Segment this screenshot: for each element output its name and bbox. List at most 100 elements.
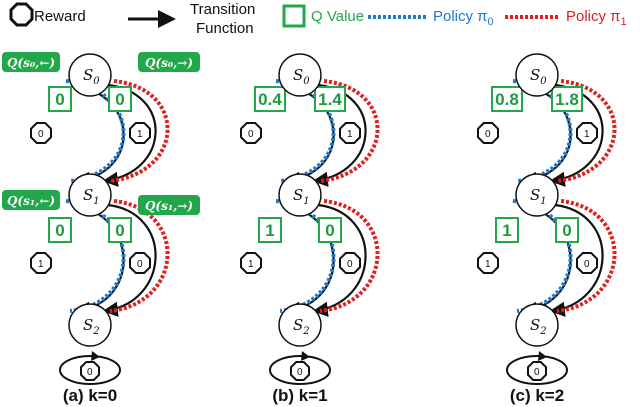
q-value-box-left-mid — [258, 217, 282, 243]
transition-arc-right-mid — [102, 203, 157, 317]
state-label-s2: S2 — [530, 316, 547, 337]
legend-transition-line1: Transition — [190, 1, 255, 18]
panel-caption: (b) k=1 — [272, 386, 327, 405]
reward-octagon-icon — [30, 122, 52, 144]
state-label-s1: S1 — [83, 186, 100, 207]
reward-octagon-icon — [30, 252, 52, 274]
state-node-s0 — [68, 53, 112, 97]
q-value-box-left-top — [48, 86, 72, 112]
reward-octagon-icon — [477, 252, 499, 274]
policy1-arc-top — [109, 79, 170, 183]
state-node-s1 — [515, 173, 559, 217]
transition-arc-right-mid — [549, 203, 604, 317]
state-label-s2: S2 — [83, 316, 100, 337]
q-callout-box — [138, 195, 200, 215]
panel-caption: (c) k=2 — [510, 386, 564, 405]
q-value-box-left-top — [491, 86, 523, 112]
legend-transition-line2: Function — [196, 20, 254, 37]
q-value-square-icon — [282, 4, 306, 28]
state-node-s0 — [278, 53, 322, 97]
reward-value-left-mid: 1 — [248, 259, 254, 270]
q-callout-box — [138, 52, 200, 72]
q-callout-label: Q(s₀,→) — [145, 56, 193, 70]
transition-arc-right-mid — [312, 203, 367, 317]
reward-octagon-icon — [240, 122, 262, 144]
state-label-s2: S2 — [293, 316, 310, 337]
state-node-s2 — [68, 303, 112, 347]
reward-octagon-icon — [9, 2, 34, 27]
self-loop-arrowhead-icon — [301, 351, 310, 361]
reward-value-right-mid: 0 — [137, 259, 143, 270]
state-node-s2 — [515, 303, 559, 347]
policy1-arc-top — [319, 79, 380, 183]
reward-octagon-icon — [80, 361, 100, 381]
reward-octagon-icon — [129, 122, 151, 144]
q-value-right-mid: 0 — [115, 221, 124, 240]
legend: Reward Transition Function Q Value Polic… — [9, 1, 627, 37]
q-value-box-right-mid — [108, 217, 132, 243]
self-loop-s2 — [269, 355, 331, 385]
state-label-s0: S0 — [530, 66, 547, 87]
q-callout-label: Q(s₀,←) — [7, 56, 55, 70]
reward-value-left-mid: 1 — [485, 259, 491, 270]
state-node-s1 — [68, 173, 112, 217]
q-value-left-mid: 1 — [265, 221, 274, 240]
reward-value-left-mid: 1 — [38, 259, 44, 270]
q-value-right-top: 0 — [115, 90, 124, 109]
policy1-arc-mid — [319, 199, 380, 313]
q-value-left-mid: 0 — [55, 221, 64, 240]
state-label-s0: S0 — [293, 66, 310, 87]
reward-octagon-icon — [477, 122, 499, 144]
reward-value-self: 0 — [297, 367, 303, 378]
reward-octagon-icon — [129, 252, 151, 274]
transition-arrowhead-icon — [158, 10, 176, 28]
self-loop-arrowhead-icon — [538, 351, 547, 361]
reward-value-right-top: 1 — [347, 129, 353, 140]
q-value-box-right-top — [108, 86, 132, 112]
reward-octagon-icon — [576, 122, 598, 144]
state-node-s2 — [278, 303, 322, 347]
q-value-box-right-top — [551, 86, 583, 112]
q-value-box-left-mid — [48, 217, 72, 243]
state-label-s1: S1 — [530, 186, 547, 207]
reward-value-self: 0 — [87, 367, 93, 378]
q-callout-0: Q(s₀,←) — [2, 52, 60, 72]
q-value-left-top: 0.4 — [258, 90, 282, 109]
state-node-s0 — [515, 53, 559, 97]
reward-value-left-top: 0 — [485, 129, 491, 140]
policy1-arc-top — [556, 79, 617, 183]
q-callout-label: Q(s₁,←) — [7, 194, 55, 208]
self-loop-s2 — [506, 355, 568, 385]
legend-policy1-label: Policy π1 — [566, 8, 627, 28]
q-value-right-top: 1.8 — [555, 90, 579, 109]
q-callout-box — [2, 52, 60, 72]
panel-caption: (a) k=0 — [63, 386, 117, 405]
reward-value-right-top: 1 — [137, 129, 143, 140]
policy1-arc-mid — [556, 199, 617, 313]
self-loop-s2 — [59, 355, 121, 385]
reward-octagon-icon — [339, 122, 361, 144]
q-callout-box — [2, 190, 60, 210]
reward-octagon-icon — [339, 252, 361, 274]
reward-value-self: 0 — [534, 367, 540, 378]
q-value-left-mid: 1 — [502, 221, 511, 240]
state-node-s1 — [278, 173, 322, 217]
legend-q-value-label: Q Value — [311, 8, 364, 25]
q-callout-3: Q(s₁,→) — [138, 195, 200, 215]
legend-reward-label: Reward — [34, 8, 86, 25]
reward-value-right-top: 1 — [584, 129, 590, 140]
q-value-box-right-top — [314, 86, 346, 112]
reward-value-left-top: 0 — [248, 129, 254, 140]
state-label-s1: S1 — [293, 186, 310, 207]
q-value-left-top: 0 — [55, 90, 64, 109]
q-callout-2: Q(s₁,←) — [2, 190, 60, 210]
q-value-right-mid: 0 — [325, 221, 334, 240]
state-label-s0: S0 — [83, 66, 100, 87]
legend-policy0-label: Policy π0 — [433, 8, 494, 28]
q-value-box-right-mid — [318, 217, 342, 243]
